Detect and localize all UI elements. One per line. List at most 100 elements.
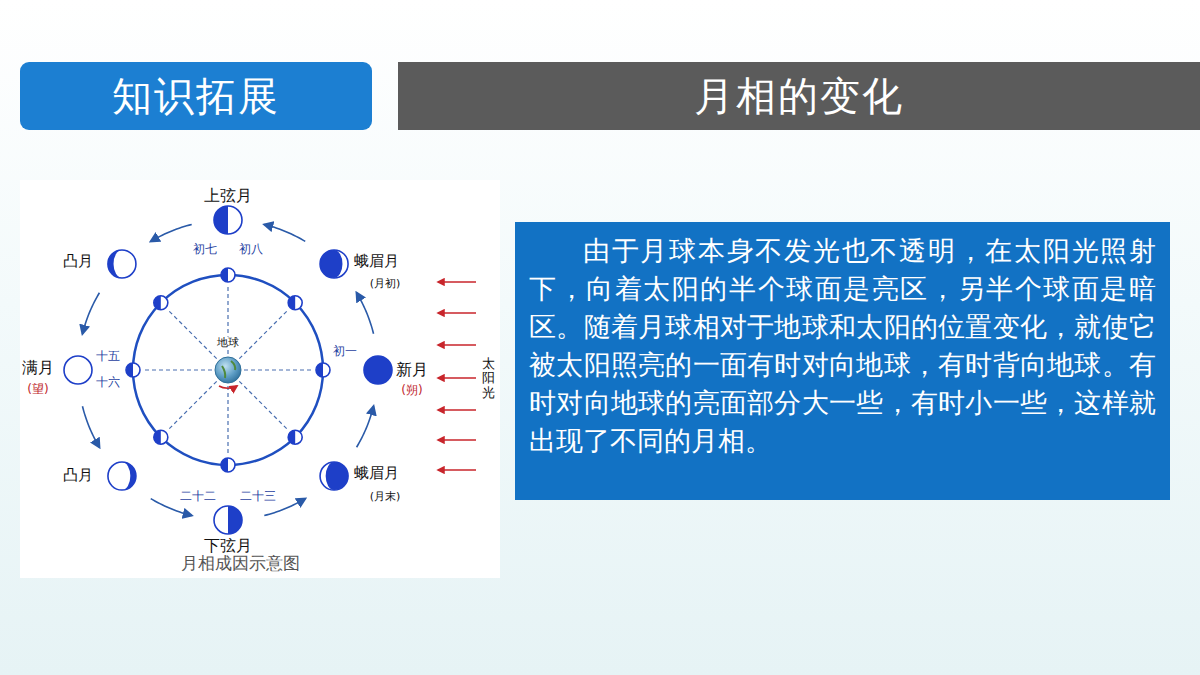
- earth-rotation-arrow: [219, 386, 237, 388]
- sight-line: [167, 309, 216, 358]
- moon-lit-side: [334, 250, 348, 278]
- moon-phase-icon: [320, 462, 348, 490]
- lunar-day: 二十三: [240, 490, 276, 504]
- moon-outline: [126, 363, 140, 377]
- moon-dark-side: [154, 430, 168, 444]
- orbit-moon: [154, 430, 168, 444]
- phase-name: 上弦月: [204, 187, 252, 205]
- sunlight-arrow: [438, 281, 476, 282]
- moon-phase-icon: [364, 356, 392, 384]
- phase-name: 蛾眉月: [354, 465, 399, 482]
- sight-line: [142, 369, 212, 370]
- lunar-day: 初一: [333, 345, 357, 359]
- moon-phase-icon: [108, 250, 136, 278]
- lunar-day: 二十二: [180, 490, 216, 504]
- revolution-arrow: [151, 224, 192, 241]
- phase-note: (月初): [370, 278, 401, 291]
- earth-land: [222, 361, 235, 378]
- moon-outline: [364, 356, 392, 384]
- sunlight-arrow: [438, 377, 476, 378]
- moon-outline: [288, 430, 302, 444]
- moon-lit-side: [228, 206, 242, 234]
- moon-dark-side: [108, 462, 136, 490]
- orbit-moon: [316, 363, 330, 377]
- moon-dark-side: [214, 506, 242, 534]
- sight-line: [227, 386, 228, 456]
- moon-dark-side: [108, 250, 136, 278]
- moon-dark-side: [126, 363, 140, 377]
- sight-line: [239, 381, 288, 430]
- revolution-arrow: [357, 406, 374, 447]
- phase-name: 凸月: [63, 467, 93, 484]
- phase-name: 蛾眉月: [354, 253, 399, 270]
- sunlight-arrow: [438, 312, 476, 313]
- orbit-moon: [288, 430, 302, 444]
- section-tag: 知识拓展: [20, 62, 372, 130]
- sight-line: [244, 369, 314, 370]
- moon-phase-figure: [64, 206, 476, 534]
- phase-note: (月末): [370, 491, 401, 504]
- heading-text: 知识拓展: [112, 69, 280, 124]
- moon-outline: [154, 430, 168, 444]
- lunar-day: 初七: [193, 243, 217, 257]
- orbit-moon: [221, 458, 235, 472]
- sunlight-label: 太阳光: [482, 357, 495, 400]
- orbit-moon: [221, 268, 235, 282]
- moon-lit-side: [64, 356, 92, 384]
- moon-phase-icon: [214, 206, 242, 234]
- moon-lit-side: [214, 506, 228, 534]
- orbit-moon: [126, 363, 140, 377]
- moon-outline: [108, 462, 136, 490]
- revolution-arrow: [264, 224, 305, 241]
- earth-label: 地球: [215, 337, 241, 350]
- moon-outline: [316, 363, 330, 377]
- text-box: 由于月球本身不发光也不透明，在太阳光照射下，向着太阳的半个球面是亮区，另半个球面…: [515, 222, 1170, 500]
- moon-dark-side: [221, 268, 235, 282]
- sunlight-arrow: [438, 439, 476, 440]
- moon-orbit: [133, 275, 323, 465]
- heading-text: 月相的变化: [694, 69, 904, 124]
- orbit-moon: [154, 296, 168, 310]
- sunlight-arrow: [438, 469, 476, 470]
- figure-caption: 月相成因示意图: [181, 554, 300, 574]
- moon-dark-side: [320, 462, 348, 490]
- moon-dark-side: [64, 356, 92, 384]
- sunlight-arrow: [438, 409, 476, 410]
- moon-outline: [108, 250, 136, 278]
- moon-dark-side: [288, 430, 302, 444]
- revolution-arrow: [82, 293, 99, 334]
- phase-name: 下弦月: [204, 537, 252, 555]
- revolution-arrow: [82, 406, 99, 447]
- moon-outline: [221, 268, 235, 282]
- phase-note: (望): [27, 383, 48, 397]
- moon-dark-side: [221, 458, 235, 472]
- diagram-panel: [20, 180, 500, 578]
- title-band: 月相的变化: [398, 62, 1200, 130]
- moon-outline: [64, 356, 92, 384]
- moon-dark-side: [364, 356, 392, 384]
- revolution-arrow: [357, 293, 374, 334]
- sight-line: [167, 381, 216, 430]
- lunar-day: 十五: [96, 350, 120, 364]
- moon-outline: [288, 296, 302, 310]
- moon-outline: [154, 296, 168, 310]
- sunlight-arrow: [438, 344, 476, 345]
- moon-dark-side: [154, 296, 168, 310]
- moon-phase-icon: [64, 356, 92, 384]
- orbit-moon: [288, 296, 302, 310]
- moon-outline: [214, 206, 242, 234]
- moon-dark-side: [288, 296, 302, 310]
- moon-outline: [221, 458, 235, 472]
- moon-lit-side: [320, 462, 334, 490]
- moon-phase-icon: [214, 506, 242, 534]
- moon-phase-icon: [108, 462, 136, 490]
- moon-outline: [320, 462, 348, 490]
- moon-outline: [320, 250, 348, 278]
- lunar-day: 十六: [96, 376, 120, 390]
- lunar-day: 初八: [239, 243, 263, 257]
- phase-name: 凸月: [63, 253, 93, 270]
- phase-note: (朔): [401, 384, 422, 398]
- moon-dark-side: [214, 206, 242, 234]
- moon-dark-side: [320, 250, 348, 278]
